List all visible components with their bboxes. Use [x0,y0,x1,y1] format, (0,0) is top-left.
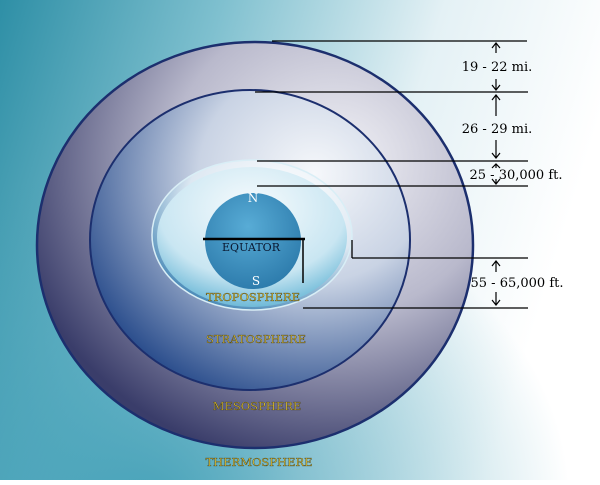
measurement-second: 26 - 29 mi. [462,122,533,137]
dimension-arrows [491,42,501,306]
arrow-third-upper-head [491,163,501,169]
arrow-fourth-upper-head [491,260,501,267]
equator-label: EQUATOR [222,241,281,254]
stratosphere-label: STRATOSPHERE [206,332,306,346]
arrow-third-lower-head [491,178,501,185]
arrow-fourth-lower-head [491,299,501,306]
measurement-third: 25 - 30,000 ft. [470,168,563,183]
arrow-top-lower-head [491,84,501,91]
earth [205,193,301,289]
arrow-second-lower-head [491,152,501,159]
arrow-top-upper-head [491,42,501,49]
south-label: S [252,274,260,288]
troposphere-label: TROPOSPHERE [206,290,300,304]
measurement-fourth: 55 - 65,000 ft. [471,276,564,291]
measurement-top: 19 - 22 mi. [462,60,533,75]
mesosphere-label: MESOSPHERE [213,399,302,413]
arrow-second-upper-head [491,94,501,101]
thermosphere-label: THERMOSPHERE [205,455,312,469]
north-label: N [248,191,259,205]
